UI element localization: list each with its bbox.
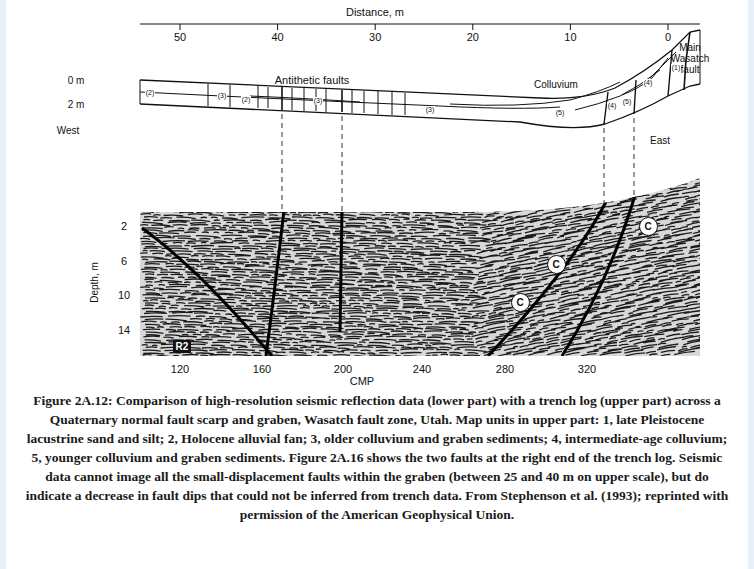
axis-title: CMP	[350, 375, 374, 387]
callout-number: (4)	[607, 102, 618, 110]
cmp-value: 200	[334, 363, 352, 375]
scale-tick	[668, 24, 669, 30]
scale-value: 10	[564, 31, 576, 43]
circled-callout: C	[639, 217, 658, 236]
scale-value: 50	[174, 31, 186, 43]
callout-letter: C	[516, 297, 523, 308]
callout-number: (4)	[643, 79, 654, 87]
callout-number: (3)	[217, 92, 228, 100]
scale-tick	[570, 24, 571, 30]
cmp-value: 160	[253, 363, 271, 375]
depth-mark: 0 m	[68, 75, 85, 86]
feature-label: Colluvium	[534, 79, 578, 90]
depth-value: 2	[121, 220, 127, 232]
callout-number: (2)	[241, 96, 252, 104]
direction-label: East	[650, 135, 670, 146]
callout-number: (5)	[622, 98, 633, 106]
scale-value: 30	[369, 31, 381, 43]
scale-tick	[472, 24, 473, 30]
callout-number: (3)	[425, 106, 436, 114]
reflection-texture	[140, 171, 722, 356]
scale-value: 40	[271, 31, 283, 43]
circled-callout: C	[547, 255, 566, 274]
seismic-section	[140, 170, 722, 360]
correlation-line	[282, 114, 634, 214]
trench-log	[140, 30, 700, 128]
direction-label: West	[57, 125, 80, 136]
cmp-value: 120	[171, 363, 189, 375]
fault-trace	[142, 192, 636, 356]
fault-name: Main Wasatch fault	[661, 42, 719, 75]
scale-tick	[277, 24, 278, 30]
scale-tick	[375, 24, 376, 30]
cmp-value: 280	[496, 363, 514, 375]
axis-title: Depth, m	[88, 262, 99, 303]
axis-title: Distance, m	[346, 6, 404, 18]
figure-caption: Figure 2A.12: Comparison of high-resolut…	[24, 391, 730, 524]
circled-callout: C	[511, 293, 530, 312]
scale-value: 20	[467, 31, 479, 43]
scale-tick	[180, 24, 181, 30]
feature-label: Antithetic faults	[275, 74, 350, 86]
callout-letter: C	[644, 221, 651, 232]
depth-value: 14	[118, 324, 130, 336]
depth-value: 10	[118, 289, 130, 301]
depth-value: 6	[121, 255, 127, 267]
depth-mark: 2 m	[68, 99, 85, 110]
callout-letter: C	[552, 259, 559, 270]
callout-number: (1)	[671, 64, 682, 72]
scale-value: 0	[665, 31, 671, 43]
cmp-value: 320	[578, 363, 596, 375]
callout-number: (3)	[313, 97, 324, 105]
callout-number: (5)	[555, 109, 566, 117]
cmp-value: 240	[413, 363, 431, 375]
distance-scale	[140, 24, 700, 25]
callout-number: (2)	[145, 89, 156, 97]
reflector-label: R2	[173, 340, 192, 353]
